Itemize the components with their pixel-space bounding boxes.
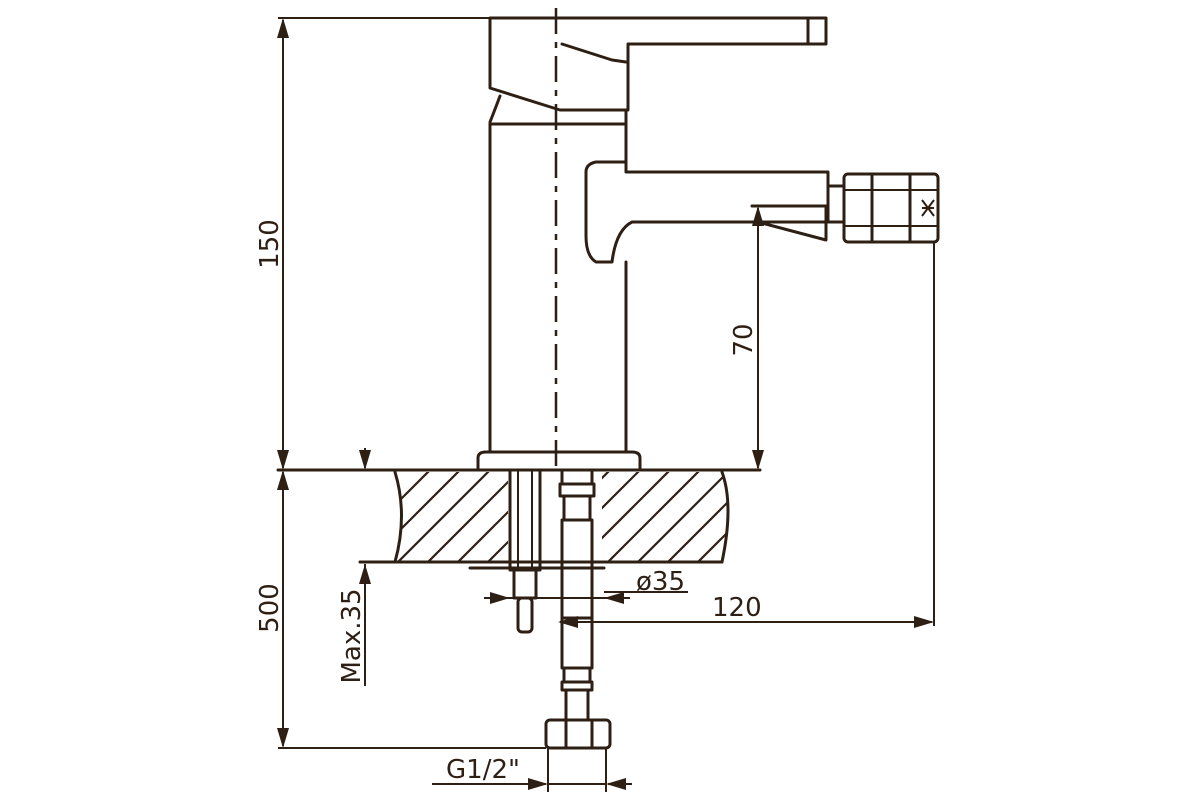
dimension-spout-height: 70 <box>729 206 764 470</box>
faucet-column <box>476 122 642 470</box>
hose-nut <box>544 718 612 750</box>
countertop-section <box>276 468 762 570</box>
thread-label: G1/2" <box>446 755 520 785</box>
mounting-stud <box>508 468 542 634</box>
mixer-handle <box>488 16 828 112</box>
below-counter-label: 500 <box>255 583 285 633</box>
spout-reach-label: 120 <box>712 593 762 623</box>
dimension-spout-reach: 120 <box>558 242 935 628</box>
dimension-max-thickness: Max.35 <box>337 448 371 686</box>
spout <box>584 160 830 264</box>
dimension-below-counter: 500 <box>255 470 546 749</box>
hole-diameter-label: ø35 <box>636 567 685 597</box>
spray-nozzle <box>826 172 940 244</box>
spout-height-label: 70 <box>729 323 759 356</box>
cartridge-dome <box>488 94 628 126</box>
dimension-body-height: 150 <box>255 17 490 470</box>
max-thickness-label: Max.35 <box>337 588 367 683</box>
dimension-thread: G1/2" <box>432 748 632 792</box>
body-height-label: 150 <box>255 219 285 269</box>
dimension-hole-diameter: ø35 <box>484 567 688 604</box>
